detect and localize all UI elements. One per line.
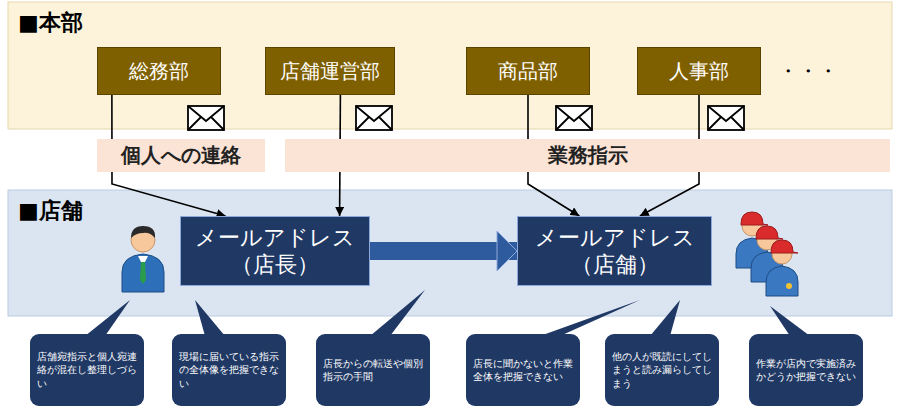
envelope-flap [188,106,224,130]
issue-callout: 現場に届いている指示の全体像を把握できない [172,334,286,406]
suit-body [122,254,164,292]
callout-tail [85,300,130,336]
staff-cap [771,240,798,253]
node-text: メールアドレス （店長） [189,224,361,279]
node-text: メールアドレス （店舗） [526,224,703,279]
issue-callout: 店舗宛指示と個人宛連絡が混在し整理しづらい [30,334,144,406]
node-text: ■店舗 [18,196,882,226]
node-text: 店長からの転送や個別指示の手間 [323,357,423,384]
issue-callout: 作業が店内で実施済みかどうか把握できない [749,334,863,406]
envelope-icon [188,106,224,130]
store-ground [8,190,892,316]
node-text: 店舗運営部 [280,58,380,85]
department-box: 人事部 [637,47,761,95]
staff-body [766,266,798,296]
issue-callout: 他の人が既読にしてしまうと読み漏らしてしまう [605,334,719,406]
node-text: 店長に聞かないと作業全体を把握できない [473,357,573,384]
node-text: ■本部 [18,8,882,38]
mail-address-box: メールアドレス （店舗） [517,216,712,286]
department-box: 店舗運営部 [265,47,395,95]
necktie [140,262,146,284]
staff-cap [756,226,783,239]
hair [131,226,155,238]
node-text: 店舗宛指示と個人宛連絡が混在し整理しづらい [37,350,137,391]
envelope-flap [356,106,392,130]
head-office-ground [8,2,892,129]
callout-tail [770,306,810,336]
envelope-icon [356,106,392,130]
envelope-icons [188,106,744,130]
envelope-flap [556,106,592,130]
category-strip: 業務指示 [285,139,890,172]
envelope-icon [708,106,744,130]
node-text: 現場に届いている指示の全体像を把握できない [179,350,279,391]
node-text: 人事部 [669,58,729,85]
node-text: 商品部 [498,58,558,85]
callout-tail [650,300,680,336]
node-text: 他の人が既読にしてしまうと読み漏らしてしまう [612,350,712,391]
region-band: ■本部総務部 店舗運営部 商品部 人事部 [8,2,892,129]
category-strip: 個人への連絡 [97,139,265,172]
node-text: 作業が店内で実施済みかどうか把握できない [756,357,856,384]
issue-callout: 店長に聞かないと作業全体を把握できない [466,334,580,406]
continuation-mark: ・・・ [778,58,838,85]
forward-arrow [370,242,517,260]
issue-callout: 店長からの転送や個別指示の手間 [316,334,430,406]
callout-tail [540,300,640,336]
staff-cap [741,212,768,225]
node-text: 個人への連絡 [121,142,241,169]
staff-badge [786,283,792,289]
envelope-icon [556,106,592,130]
node-text: 総務部 [129,58,189,85]
node-text: 業務指示 [548,142,628,169]
staff-figure [766,240,798,296]
envelope-flap [708,106,744,130]
manager-figure [122,226,164,292]
callout-tail [195,300,225,336]
mail-address-box: メールアドレス （店長） [180,216,370,286]
department-box: 総務部 [97,47,221,95]
region-band: ■店舗メールアドレス （店長） メールアドレス （店舗） [8,190,892,316]
callout-tail [370,290,425,336]
department-box: 商品部 [466,47,590,95]
staff-figures [736,212,798,296]
callout-tails [85,290,810,336]
